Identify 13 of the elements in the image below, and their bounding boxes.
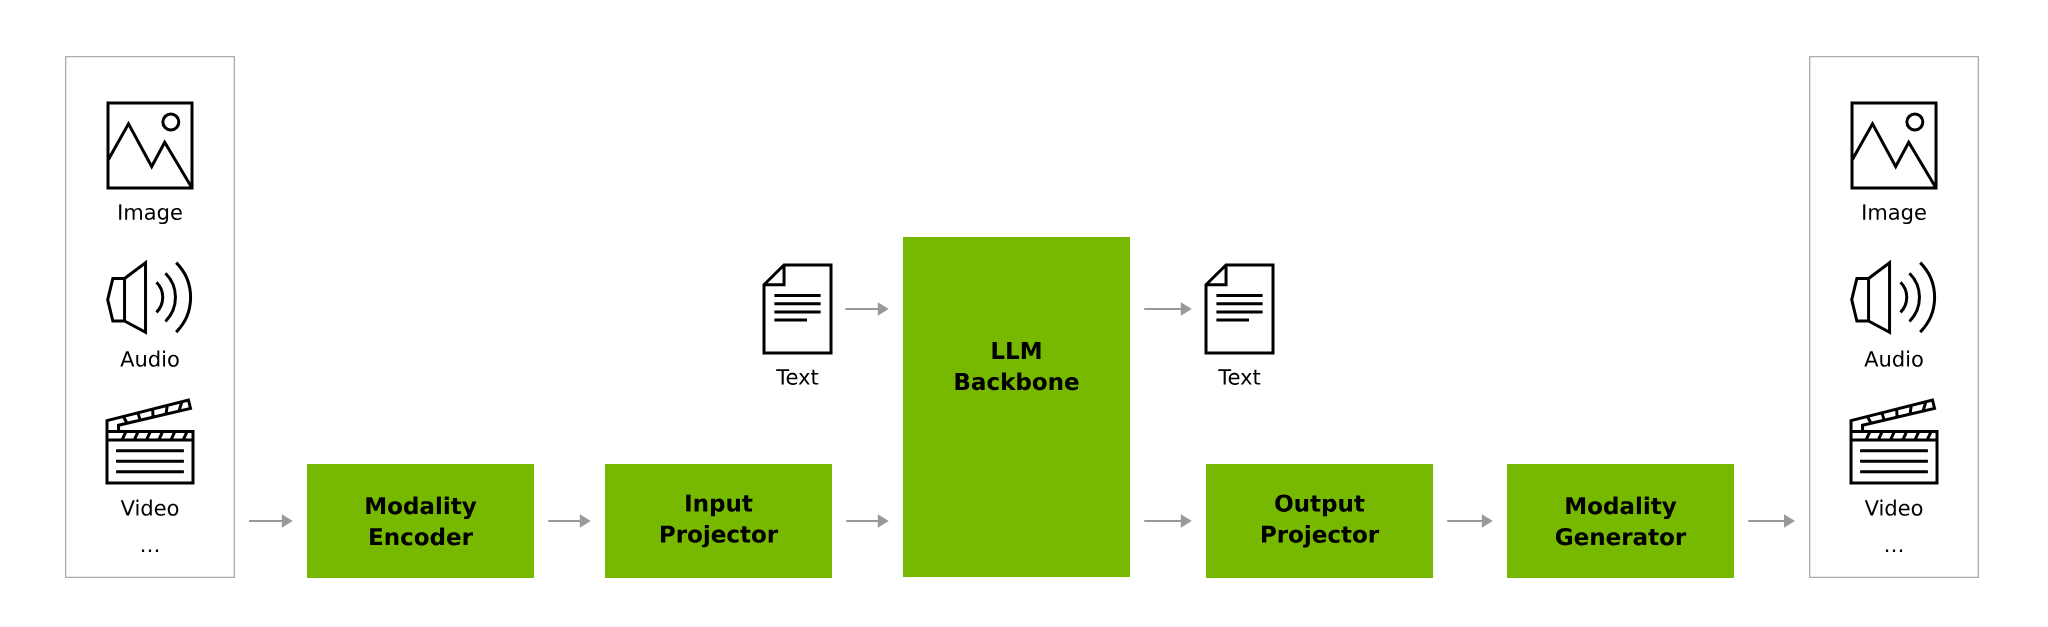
process-box: Output Projector <box>1206 464 1433 578</box>
process-box: Modality Generator <box>1507 464 1734 578</box>
process-box: LLM Backbone <box>903 237 1130 577</box>
process-box: Modality Encoder <box>307 464 534 578</box>
icon-label: Image <box>1863 204 1926 225</box>
icon-label: Video <box>120 499 179 516</box>
icon-label: Text <box>1218 369 1261 385</box>
icon-label: Text <box>776 369 819 385</box>
icon-label: Video <box>1864 499 1923 516</box>
icon-label: Image <box>119 204 182 225</box>
process-box: Input Projector <box>605 464 832 578</box>
icon-label: Audio <box>1864 350 1923 367</box>
icon-label: Audio <box>120 350 179 367</box>
